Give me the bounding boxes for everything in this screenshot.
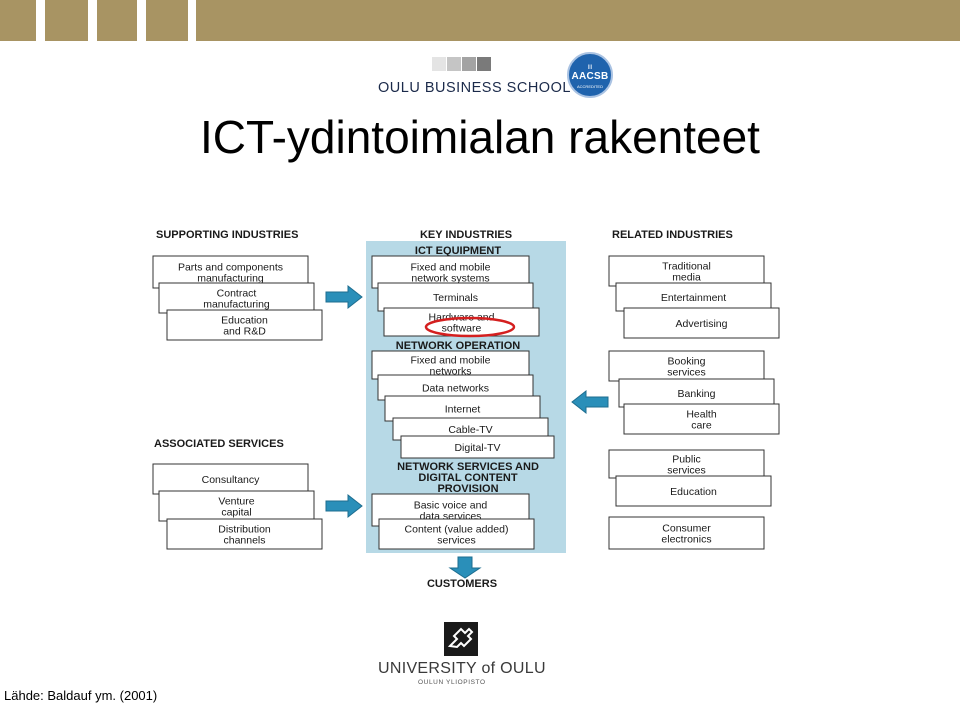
page-title: ICT-ydintoimialan rakenteet <box>200 111 760 163</box>
associated-heading: ASSOCIATED SERVICES <box>154 438 284 450</box>
associated-item <box>152 463 309 495</box>
key-item <box>383 307 540 337</box>
related-item-label: Entertainment <box>661 292 726 304</box>
related-item <box>618 378 775 408</box>
key-item-label: Content (value added)services <box>405 524 509 547</box>
related-arrow <box>571 389 609 415</box>
university-name: UNIVERSITY of OULU <box>378 660 546 677</box>
customers-label: CUSTOMERS <box>427 578 497 590</box>
key-item <box>371 350 530 380</box>
key-heading: KEY INDUSTRIES <box>420 229 512 241</box>
header-square <box>97 0 137 41</box>
related-heading: RELATED INDUSTRIES <box>612 229 733 241</box>
university-logo-emblem <box>444 622 478 656</box>
supporting-item <box>158 282 315 314</box>
key-item <box>378 518 535 550</box>
related-item <box>608 350 765 382</box>
school-name: OULU BUSINESS SCHOOL <box>378 80 571 96</box>
related-item-label: Banking <box>678 388 716 400</box>
key-item-label: Data networks <box>422 383 489 395</box>
university-subname: OULUN YLIOPISTO <box>418 679 486 686</box>
key-item <box>400 435 555 459</box>
aacsb-logo: III AACSB ACCREDITED <box>567 52 613 98</box>
related-item <box>608 449 765 479</box>
header-square <box>146 0 188 41</box>
software-highlight <box>424 316 516 338</box>
header-square <box>45 0 88 41</box>
key-item-label: Internet <box>445 404 481 416</box>
related-item <box>608 255 765 287</box>
supporting-heading: SUPPORTING INDUSTRIES <box>156 229 298 241</box>
key-item-label: Digital-TV <box>454 442 500 454</box>
key-item-label: Terminals <box>433 292 478 304</box>
related-item <box>623 307 780 339</box>
related-item-label: Education <box>670 486 717 498</box>
top-bar <box>0 0 960 44</box>
header-band <box>196 0 960 41</box>
associated-arrow <box>325 493 363 519</box>
key-item <box>377 282 534 312</box>
source-citation: Lähde: Baldauf ym. (2001) <box>4 688 158 703</box>
header-square <box>0 0 36 41</box>
related-item <box>615 475 772 507</box>
related-item-label: Advertising <box>676 318 728 330</box>
associated-item-label: Consultancy <box>202 474 261 486</box>
key-group-heading: ICT EQUIPMENT <box>415 245 501 257</box>
associated-item <box>166 518 323 550</box>
related-item <box>623 403 780 435</box>
customers-arrow <box>448 556 482 579</box>
associated-item <box>158 490 315 522</box>
related-item <box>608 516 765 550</box>
supporting-arrow <box>325 284 363 310</box>
key-item-label: Cable-TV <box>448 424 492 436</box>
supporting-item <box>166 309 323 341</box>
key-group-heading: NETWORK OPERATION <box>396 340 521 352</box>
